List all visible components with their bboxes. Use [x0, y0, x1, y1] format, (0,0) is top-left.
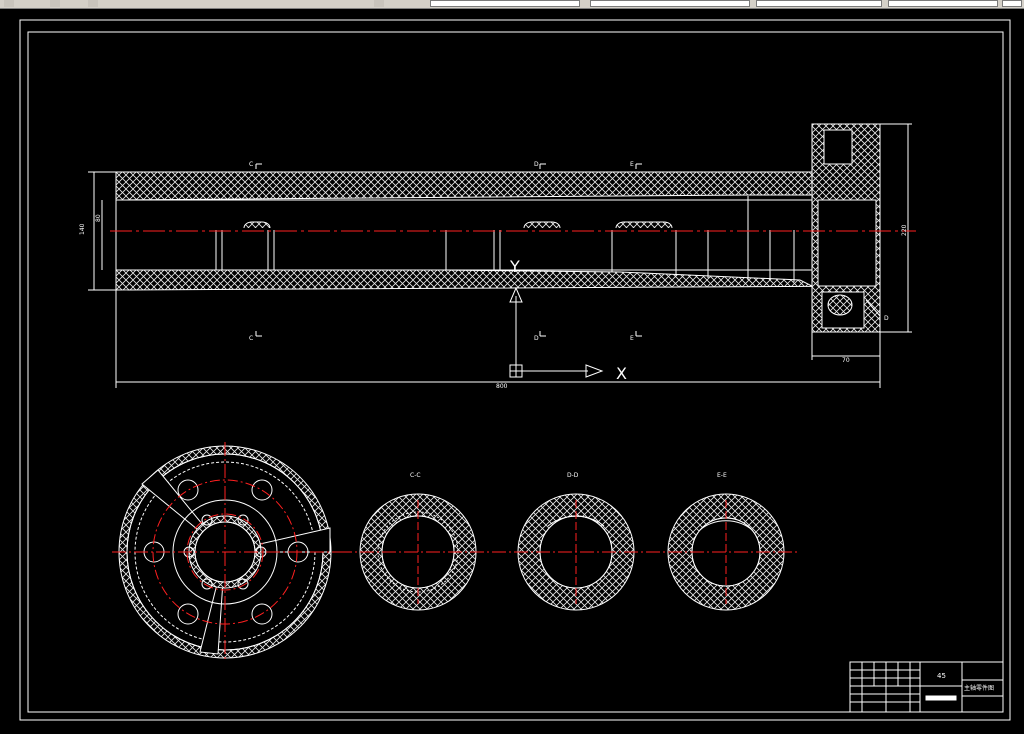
title-block-name: 主轴零件图	[964, 684, 994, 692]
cut-label-d-top: D	[534, 161, 539, 168]
color-dropdown[interactable]	[590, 0, 750, 7]
ucs-x-label: X	[616, 364, 627, 383]
shaft-elevation	[88, 123, 912, 388]
cut-label-c-bottom: C	[249, 335, 253, 342]
dim-flange-width: 70	[842, 357, 850, 364]
section-label-d: D-D	[567, 472, 579, 479]
cut-label-e-bottom: E	[630, 335, 634, 342]
cut-label-c-top: C	[249, 161, 253, 168]
dim-flange-label: D	[884, 315, 889, 322]
ucs-y-label: Y	[509, 257, 520, 276]
match-icon[interactable]	[374, 0, 384, 7]
section-label-e: E-E	[717, 472, 727, 479]
title-block	[849, 661, 1004, 713]
linetype-dropdown[interactable]	[756, 0, 882, 7]
plotstyle-dropdown[interactable]	[1002, 0, 1022, 7]
open-icon[interactable]	[4, 0, 14, 7]
flange-centerlines	[112, 442, 338, 662]
drawing-canvas[interactable]: 800 70 140 80 220 D C D E C D E X Y	[0, 9, 1024, 730]
cut-label-d-bottom: D	[534, 335, 539, 342]
inner-frame	[27, 31, 1004, 713]
toolbar	[0, 0, 1024, 9]
layers-icon[interactable]	[50, 0, 60, 7]
outer-frame	[19, 19, 1011, 721]
cut-label-e-top: E	[630, 161, 634, 168]
drawing-svg: 800 70 140 80 220 D C D E C D E X Y	[19, 19, 1011, 721]
layer-dropdown[interactable]	[430, 0, 580, 7]
dim-right: 220	[901, 224, 908, 236]
ucs-icon	[509, 286, 604, 378]
section-label-c: C-C	[410, 472, 421, 479]
dim-left-inner: 80	[95, 214, 102, 222]
title-block-material: 45	[937, 672, 946, 680]
lineweight-dropdown[interactable]	[888, 0, 998, 7]
dim-left-outer: 140	[79, 223, 86, 235]
properties-icon[interactable]	[88, 0, 98, 7]
dim-length: 800	[496, 383, 508, 390]
